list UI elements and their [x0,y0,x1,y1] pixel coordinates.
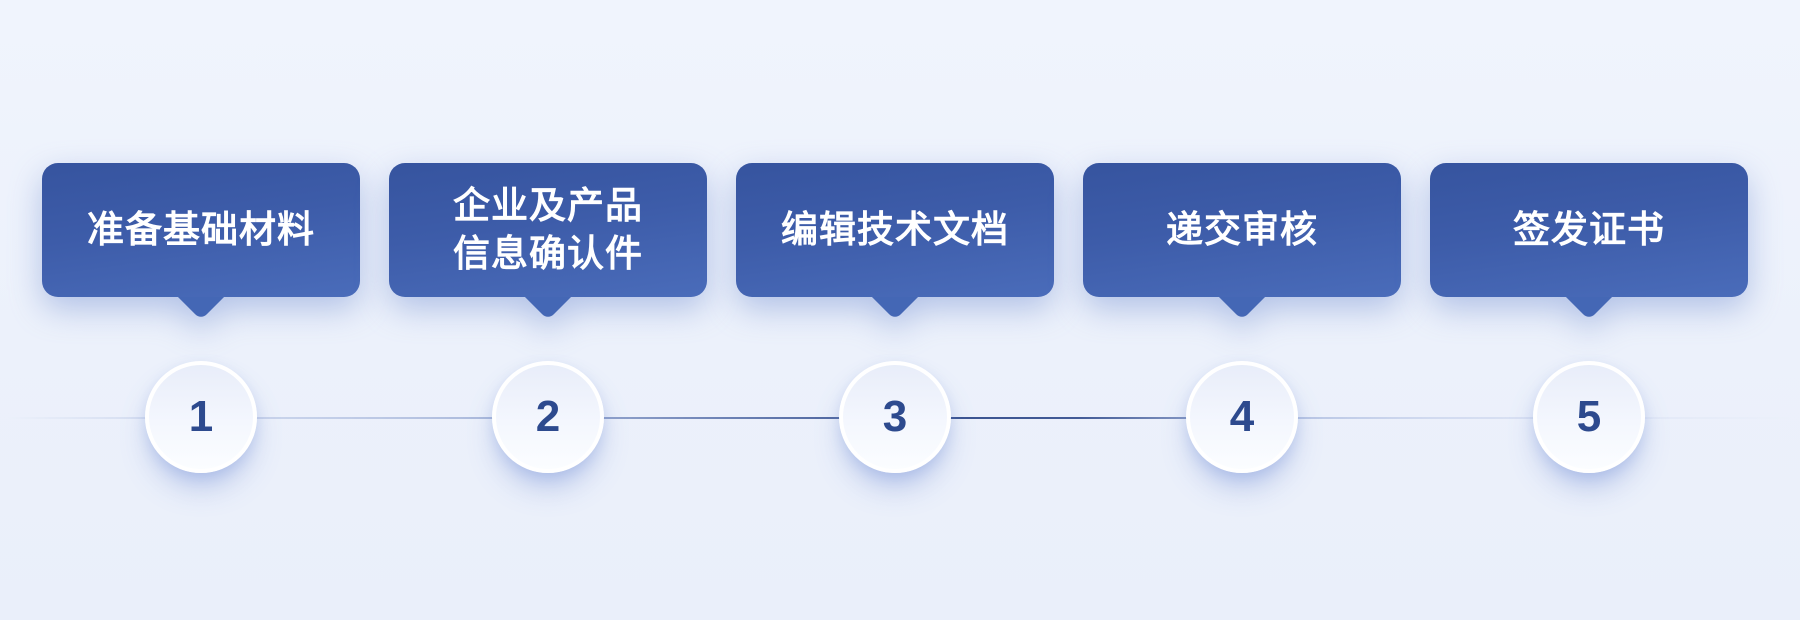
bubble-tail [1564,271,1614,321]
step-2: 企业及产品 信息确认件 2 [389,163,707,473]
step-number-circle: 3 [839,361,951,473]
step-bubble: 递交审核 [1083,163,1401,321]
step-bubble: 准备基础材料 [42,163,360,321]
step-label: 编辑技术文档 [781,209,1009,250]
step-1: 准备基础材料 1 [42,163,360,473]
step-number: 4 [1229,392,1255,441]
step-5: 签发证书 5 [1430,163,1748,473]
step-bubble: 编辑技术文档 [736,163,1054,321]
step-label: 递交审核 [1166,209,1318,250]
step-number: 2 [535,392,561,441]
bubble-tail [870,271,920,321]
step-number-circle: 1 [145,361,257,473]
bubble-tail [1217,271,1267,321]
step-bubble-wrap: 签发证书 [1430,163,1748,321]
step-bubble: 企业及产品 信息确认件 [389,163,707,321]
step-number: 3 [882,392,908,441]
step-label: 准备基础材料 [87,209,315,250]
step-bubble-wrap: 准备基础材料 [42,163,360,321]
bubble-tail [176,271,226,321]
steps-row: 准备基础材料 1 企业及产品 信息确认件 2 编辑技术文 [42,163,1748,473]
step-number-circle: 4 [1186,361,1298,473]
step-label: 签发证书 [1513,209,1665,250]
step-4: 递交审核 4 [1083,163,1401,473]
step-3: 编辑技术文档 3 [736,163,1054,473]
step-number-circle: 2 [492,361,604,473]
step-number: 5 [1576,392,1602,441]
step-bubble-wrap: 企业及产品 信息确认件 [389,163,707,321]
step-label: 企业及产品 信息确认件 [453,185,643,274]
step-number-circle: 5 [1533,361,1645,473]
step-bubble: 签发证书 [1430,163,1748,321]
step-bubble-wrap: 编辑技术文档 [736,163,1054,321]
step-bubble-wrap: 递交审核 [1083,163,1401,321]
step-number: 1 [188,392,214,441]
bubble-tail [523,271,573,321]
